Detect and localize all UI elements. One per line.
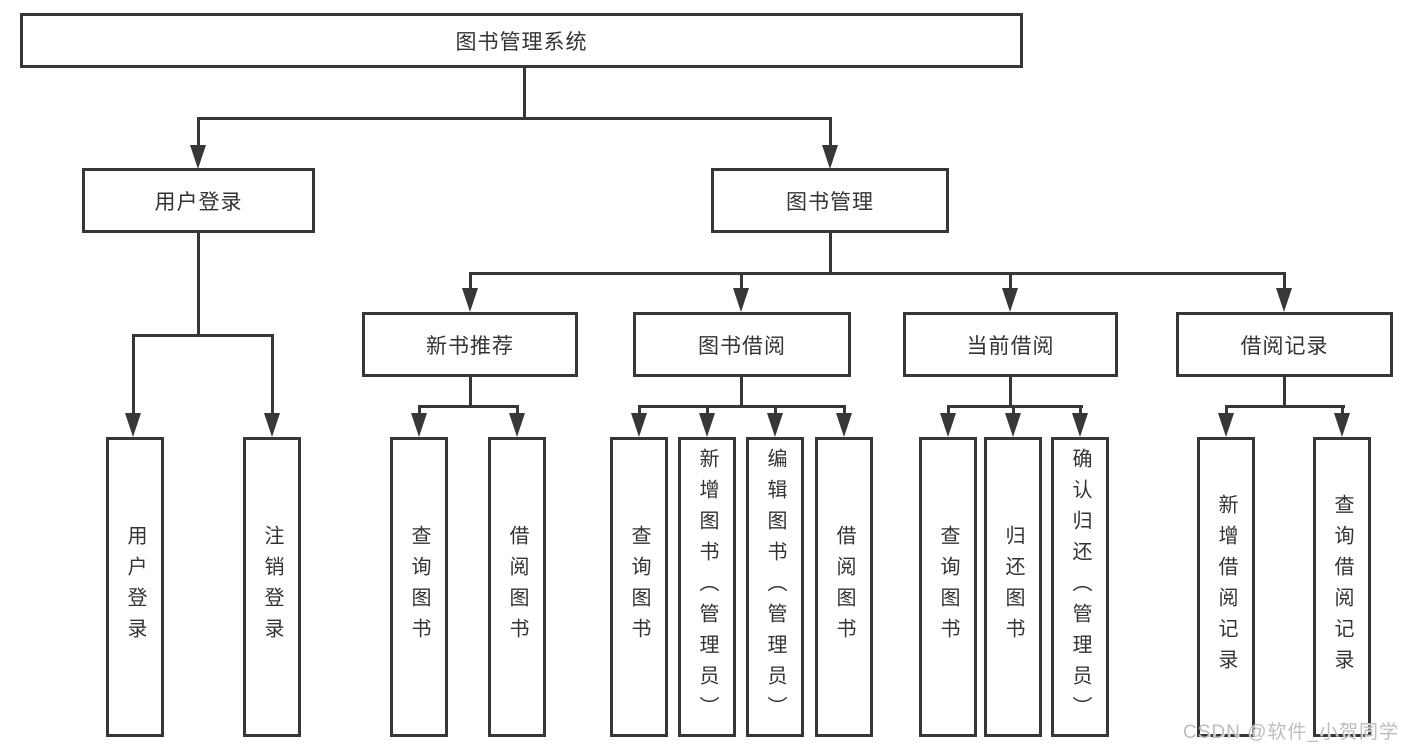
connector-new-book-split: [418, 405, 519, 408]
node-leaf-add-book-admin: 新增图书（管理员）: [678, 437, 736, 737]
arrowhead-current-borrow: [1002, 288, 1018, 312]
arrowhead-leaf-8: [940, 413, 956, 437]
connector-user-login-drop: [197, 232, 200, 336]
arrowhead-leaf-9: [1005, 413, 1021, 437]
arrowhead-leaf-6: [767, 413, 783, 437]
arrowhead-leaf-7: [836, 413, 852, 437]
connector-to-leaf-logout: [271, 334, 274, 415]
node-leaf-edit-book-admin-label: 编辑图书（管理员）: [764, 447, 786, 727]
connector-book-mgmt-drop: [829, 232, 832, 274]
connector-to-borrow-records: [1283, 272, 1286, 290]
arrowhead-leaf-4: [631, 413, 647, 437]
node-book-mgmt: 图书管理: [711, 168, 949, 233]
connector-root-split: [197, 117, 832, 120]
connector-to-book-mgmt: [829, 117, 832, 150]
arrowhead-leaf-login: [125, 413, 141, 437]
node-leaf-return-book: 归还图书: [984, 437, 1042, 737]
node-current-borrow: 当前借阅: [903, 312, 1118, 377]
connector-to-leaf-4: [638, 405, 641, 417]
node-leaf-query-books-3: 查询图书: [919, 437, 977, 737]
node-new-book-recommend-label: 新书推荐: [426, 334, 514, 358]
connector-borrow-records-split: [1225, 405, 1345, 408]
connector-to-book-borrow: [740, 272, 743, 290]
connector-current-borrow-drop: [1009, 376, 1012, 408]
connector-level3-split: [469, 272, 1286, 275]
node-leaf-query-books-3-label: 查询图书: [937, 525, 959, 649]
csdn-watermark: CSDN @软件_小贺同学: [1183, 722, 1399, 743]
node-current-borrow-label: 当前借阅: [966, 334, 1055, 358]
node-leaf-query-books-2-label: 查询图书: [628, 525, 650, 649]
connector-current-borrow-split: [947, 405, 1083, 408]
node-book-borrow: 图书借阅: [633, 312, 851, 377]
node-leaf-borrow-books-2-label: 借阅图书: [833, 525, 855, 649]
connector-root-drop: [523, 67, 526, 118]
arrowhead-leaf-11: [1218, 413, 1234, 437]
connector-to-leaf-login: [132, 334, 135, 415]
node-borrow-records-label: 借阅记录: [1240, 334, 1329, 358]
node-leaf-return-book-label: 归还图书: [1002, 525, 1024, 649]
connector-to-leaf-3: [516, 405, 519, 417]
arrowhead-leaf-2: [411, 413, 427, 437]
arrowhead-leaf-3: [509, 413, 525, 437]
connector-to-leaf-7: [843, 405, 846, 417]
node-leaf-borrow-books-1-label: 借阅图书: [506, 525, 528, 649]
node-leaf-query-borrow-record-label: 查询借阅记录: [1331, 494, 1353, 680]
connector-to-new-book: [469, 272, 472, 290]
node-leaf-query-borrow-record: 查询借阅记录: [1313, 437, 1371, 737]
node-new-book-recommend: 新书推荐: [362, 312, 578, 377]
node-user-login-label: 用户登录: [154, 190, 243, 214]
node-leaf-borrow-books-1: 借阅图书: [488, 437, 546, 737]
node-leaf-add-borrow-record: 新增借阅记录: [1197, 437, 1255, 737]
connector-book-borrow-split: [638, 405, 846, 408]
arrowhead-leaf-logout: [264, 413, 280, 437]
node-leaf-user-login-label: 用户登录: [124, 525, 146, 649]
connector-to-user-login: [197, 117, 200, 150]
node-leaf-confirm-return-admin: 确认归还（管理员）: [1051, 437, 1109, 737]
arrowhead-new-book: [462, 288, 478, 312]
node-leaf-user-login: 用户登录: [106, 437, 164, 737]
node-leaf-edit-book-admin: 编辑图书（管理员）: [746, 437, 804, 737]
arrowhead-borrow-records: [1276, 288, 1292, 312]
node-root-label: 图书管理系统: [455, 30, 588, 54]
arrowhead-leaf-5: [699, 413, 715, 437]
connector-to-leaf-11: [1225, 405, 1228, 417]
arrowhead-leaf-12: [1334, 413, 1350, 437]
node-book-borrow-label: 图书借阅: [698, 334, 786, 358]
node-borrow-records: 借阅记录: [1176, 312, 1393, 377]
connector-to-leaf-2: [418, 405, 421, 417]
connector-to-leaf-9: [1012, 405, 1015, 417]
arrowhead-book-borrow: [733, 288, 749, 312]
connector-to-leaf-10: [1079, 405, 1082, 417]
node-leaf-confirm-return-admin-label: 确认归还（管理员）: [1069, 447, 1091, 727]
connector-to-current-borrow: [1009, 272, 1012, 290]
connector-book-borrow-drop: [740, 376, 743, 408]
connector-to-leaf-5: [706, 405, 709, 417]
connector-new-book-drop: [469, 376, 472, 408]
node-book-mgmt-label: 图书管理: [786, 190, 874, 214]
connector-to-leaf-12: [1341, 405, 1344, 417]
node-leaf-query-books-1: 查询图书: [390, 437, 448, 737]
node-leaf-query-books-1-label: 查询图书: [408, 525, 430, 649]
connector-to-leaf-6: [774, 405, 777, 417]
arrowhead-book-mgmt: [822, 145, 838, 169]
connector-user-login-split: [132, 334, 274, 337]
connector-borrow-records-drop: [1283, 376, 1286, 408]
node-leaf-add-borrow-record-label: 新增借阅记录: [1215, 494, 1237, 680]
node-leaf-add-book-admin-label: 新增图书（管理员）: [696, 447, 718, 727]
node-root: 图书管理系统: [20, 13, 1023, 68]
arrowhead-leaf-10: [1072, 413, 1088, 437]
node-leaf-query-books-2: 查询图书: [610, 437, 668, 737]
connector-to-leaf-8: [947, 405, 950, 417]
node-leaf-logout-label: 注销登录: [261, 525, 283, 649]
node-leaf-borrow-books-2: 借阅图书: [815, 437, 873, 737]
arrowhead-user-login: [190, 145, 206, 169]
node-user-login: 用户登录: [82, 168, 315, 233]
node-leaf-logout: 注销登录: [243, 437, 301, 737]
